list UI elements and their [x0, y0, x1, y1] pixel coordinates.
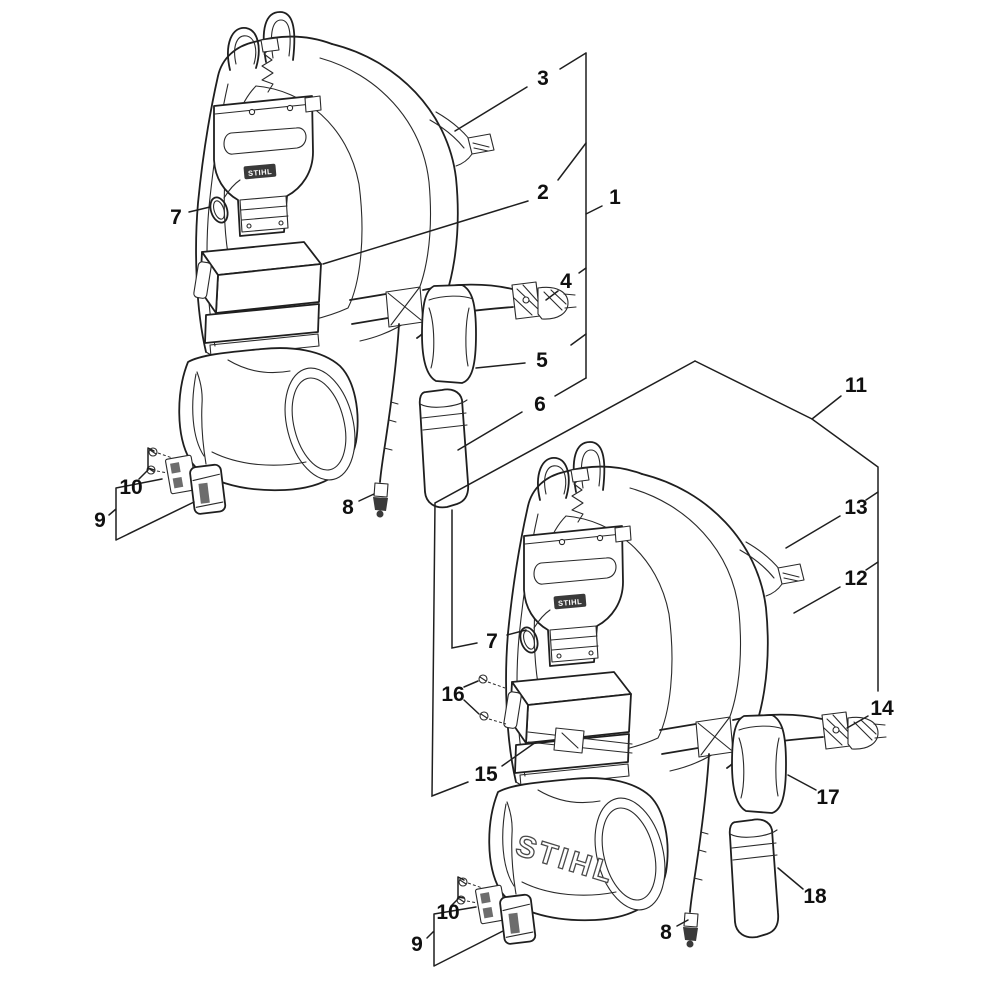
backpack-view-2	[456, 441, 887, 949]
leader-1	[585, 205, 603, 215]
leader-8-view2	[676, 919, 689, 927]
leader-6	[457, 377, 587, 451]
leader-12	[793, 561, 879, 614]
leader-7-view1	[188, 206, 211, 213]
callout-7-view2: 7	[486, 630, 498, 653]
callout-15: 15	[474, 763, 498, 786]
callout-labels: 1 2 3 4 5 6 7 8 9 10 11 12 13 14 15 16 1…	[94, 67, 894, 956]
leader-8-view1	[358, 493, 375, 502]
callout-14: 14	[870, 697, 894, 720]
callout-6: 6	[534, 393, 546, 416]
callout-8-view1: 8	[342, 496, 354, 519]
leader-10-view2	[450, 876, 465, 907]
leader-4	[545, 267, 587, 301]
leader-2	[322, 142, 587, 265]
leader-11	[811, 395, 842, 420]
callout-17: 17	[816, 786, 839, 809]
leader-15	[431, 360, 696, 798]
exploded-screws-view-2	[478, 674, 507, 725]
leader-18	[777, 867, 804, 890]
callout-5: 5	[536, 349, 548, 372]
callout-lines	[108, 52, 879, 967]
callout-9-view1: 9	[94, 509, 106, 532]
callout-13: 13	[844, 496, 867, 519]
callout-12: 12	[844, 567, 867, 590]
leader-14	[846, 715, 869, 729]
callout-7-view1: 7	[170, 206, 182, 229]
callout-9-view2: 9	[411, 933, 423, 956]
callout-11: 11	[845, 374, 868, 397]
bracket-11-spine	[694, 360, 879, 692]
callout-2: 2	[537, 181, 549, 204]
callout-10-view2: 10	[436, 901, 459, 924]
leader-3	[454, 52, 587, 132]
backpack-view-1	[146, 11, 577, 519]
leader-10-view1	[138, 447, 155, 480]
leader-16	[463, 680, 480, 715]
callout-10-view1: 10	[119, 476, 142, 499]
leader-9-view2	[426, 906, 504, 967]
callout-4: 4	[560, 270, 572, 293]
callout-1: 1	[609, 186, 621, 209]
callout-3: 3	[537, 67, 549, 90]
leader-17	[787, 774, 817, 791]
leader-7-view2	[451, 509, 527, 649]
leader-5	[475, 333, 587, 369]
carrier-strap-view-2	[527, 727, 633, 754]
callout-8-view2: 8	[660, 921, 672, 944]
leader-13	[785, 491, 879, 549]
callout-16: 16	[441, 683, 464, 706]
callout-18: 18	[803, 885, 827, 908]
leader-9-view1	[108, 478, 195, 541]
